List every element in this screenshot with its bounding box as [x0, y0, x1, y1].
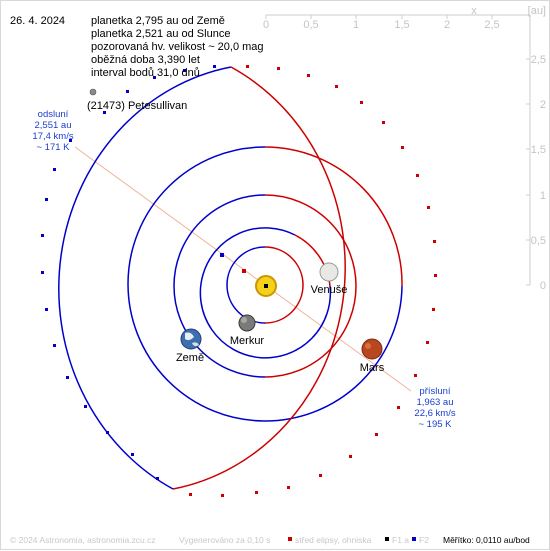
sun: [255, 275, 277, 297]
mercury-orbit-north: [264, 246, 304, 324]
mercury-planet: [238, 314, 256, 332]
perihelion-distance: 1,963 au: [417, 397, 454, 408]
asteroid-orbit-south: [58, 66, 232, 490]
date-label: 26. 4. 2024: [10, 15, 65, 27]
x-tick: 1: [353, 19, 359, 31]
y-tick: 2,5: [531, 54, 546, 66]
info-line: interval bodů 31,0 dnů: [91, 67, 200, 79]
earth-orbit-south: [173, 194, 266, 378]
y-tick: 1,5: [531, 144, 546, 156]
info-line: planetka 2,795 au od Země: [91, 15, 225, 27]
y-tick: 0,5: [531, 235, 546, 247]
info-line: oběžná doba 3,390 let: [91, 54, 200, 66]
info-line: pozorovaná hv. velikost ~ 20,0 mag: [91, 41, 264, 53]
footer: © 2024 Astronomia, astronomia.zcu.cz Vyg…: [10, 535, 530, 545]
mars-planet: [361, 338, 383, 360]
earth-planet: [180, 328, 202, 350]
legend-f1-text: F1 a: [392, 535, 409, 545]
orbit-ticks: [41, 65, 437, 497]
venus-planet: [319, 262, 339, 282]
info-line: planetka 2,521 au od Slunce: [91, 28, 230, 40]
legend-center-text: střed elipsy, ohniska: [295, 535, 372, 545]
legend-f2-marker: [412, 537, 416, 541]
mars-orbit-south: [127, 146, 403, 422]
perihelion-speed: 22,6 km/s: [414, 408, 455, 419]
x-tick: 2: [444, 19, 450, 31]
perihelion-temperature: ~ 195 K: [418, 419, 452, 430]
mercury-label: Merkur: [230, 335, 265, 347]
asteroid-orbit-north: [172, 66, 346, 490]
y-tick: 1: [540, 190, 546, 202]
copyright-text: © 2024 Astronomia, astronomia.zcu.cz: [10, 535, 156, 545]
legend-f1-marker: [385, 537, 389, 541]
earth-orbit-north: [264, 194, 357, 378]
aphelion-speed: 17,4 km/s: [32, 131, 73, 142]
venus-label: Venuše: [311, 284, 348, 296]
x-tick: 0,5: [303, 19, 318, 31]
venus-orbit-south: [199, 227, 332, 359]
legend-f2-text: F2: [419, 535, 429, 545]
x-tick: 1,5: [394, 19, 409, 31]
x-axis-label: x: [471, 5, 477, 17]
focus-f1-marker: [264, 284, 268, 288]
mars-orbit-north: [264, 146, 403, 287]
y-tick: 0: [540, 280, 546, 292]
x-tick: 0: [263, 19, 269, 31]
ellipse-center-marker: [242, 269, 246, 273]
x-tick: 2,5: [484, 19, 499, 31]
asteroid-name-label: (21473) Petesullivan: [87, 100, 187, 112]
legend-center-marker: [288, 537, 292, 541]
scale-text: Měřítko: 0,0110 au/bod: [443, 535, 530, 545]
generated-text: Vygenerováno za 0,10 s: [179, 535, 270, 545]
y-tick: 2: [540, 99, 546, 111]
aphelion-temperature: ~ 171 K: [36, 142, 70, 153]
earth-label: Země: [176, 352, 204, 364]
axes: 0 0,5 1 1,5 2 2,5 x [au] 2,5 2 1,5 1 0,5…: [263, 5, 546, 292]
perihelion-title: přísluní: [419, 386, 451, 397]
mars-label: Mars: [360, 362, 385, 374]
focus-f2-marker: [220, 253, 224, 257]
unit-label: [au]: [528, 5, 546, 17]
asteroid-marker: [89, 88, 97, 96]
aphelion-distance: 2,551 au: [35, 120, 72, 131]
aphelion-title: odsluní: [38, 109, 69, 120]
